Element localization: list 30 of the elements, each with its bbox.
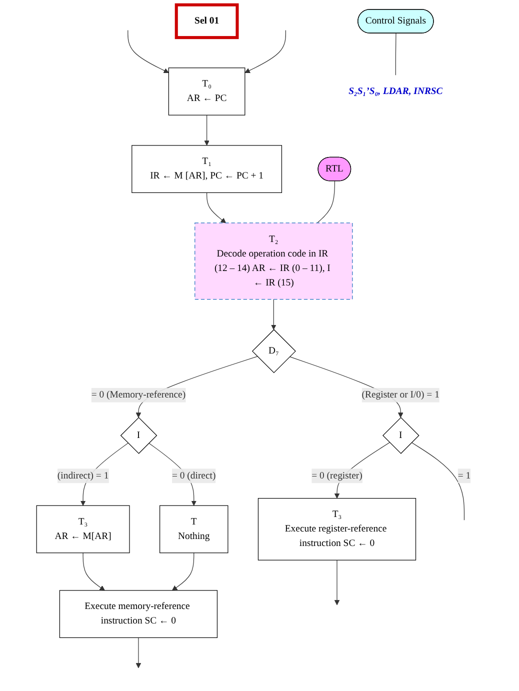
node-text: S₂S₁’S₀, LDAR, INRSC — [348, 86, 443, 96]
edge-label: (Register or I/0) = 1 — [362, 390, 440, 400]
connector — [395, 33, 396, 76]
connector — [411, 442, 465, 520]
node-box: Execute memory-reference instruction SC ← 0 — [59, 590, 218, 638]
edge-label: = 0 (Memory-reference) — [91, 390, 186, 400]
arrow — [270, 299, 276, 330]
node-box: T₁ IR ← M [AR], PC ← PC + 1 — [132, 145, 282, 193]
arrow — [128, 30, 169, 74]
arrow — [82, 552, 105, 591]
node-box: T₀ AR ← PC — [168, 68, 246, 116]
arrow — [244, 30, 286, 74]
node-box: T₃ Execute register-reference instruction SC ← 0 — [258, 498, 416, 560]
arrow — [204, 114, 210, 146]
node-box: T₂ Decode operation code in IR (12 – 14) AR ← IR (0 – 11), I ← IR (15) — [194, 222, 353, 300]
node-diamond: I — [120, 417, 158, 454]
edge-label: = 0 (direct) — [172, 470, 216, 481]
arrow — [136, 637, 142, 668]
arrow — [172, 552, 194, 591]
node-diamond: D₇ — [252, 329, 296, 374]
node-box: T Nothing — [160, 505, 228, 554]
edge-label: = 0 (register) — [312, 470, 362, 481]
node-box: Sel 01 — [174, 3, 239, 40]
arrow — [206, 192, 226, 224]
node-box: T₃ AR ← M[AR] — [36, 505, 130, 554]
node-diamond: I — [382, 417, 420, 454]
edge-label: = 1 — [458, 470, 471, 481]
arrow — [334, 560, 340, 606]
connector — [316, 180, 336, 224]
edge-label: (indirect) = 1 — [57, 470, 109, 481]
